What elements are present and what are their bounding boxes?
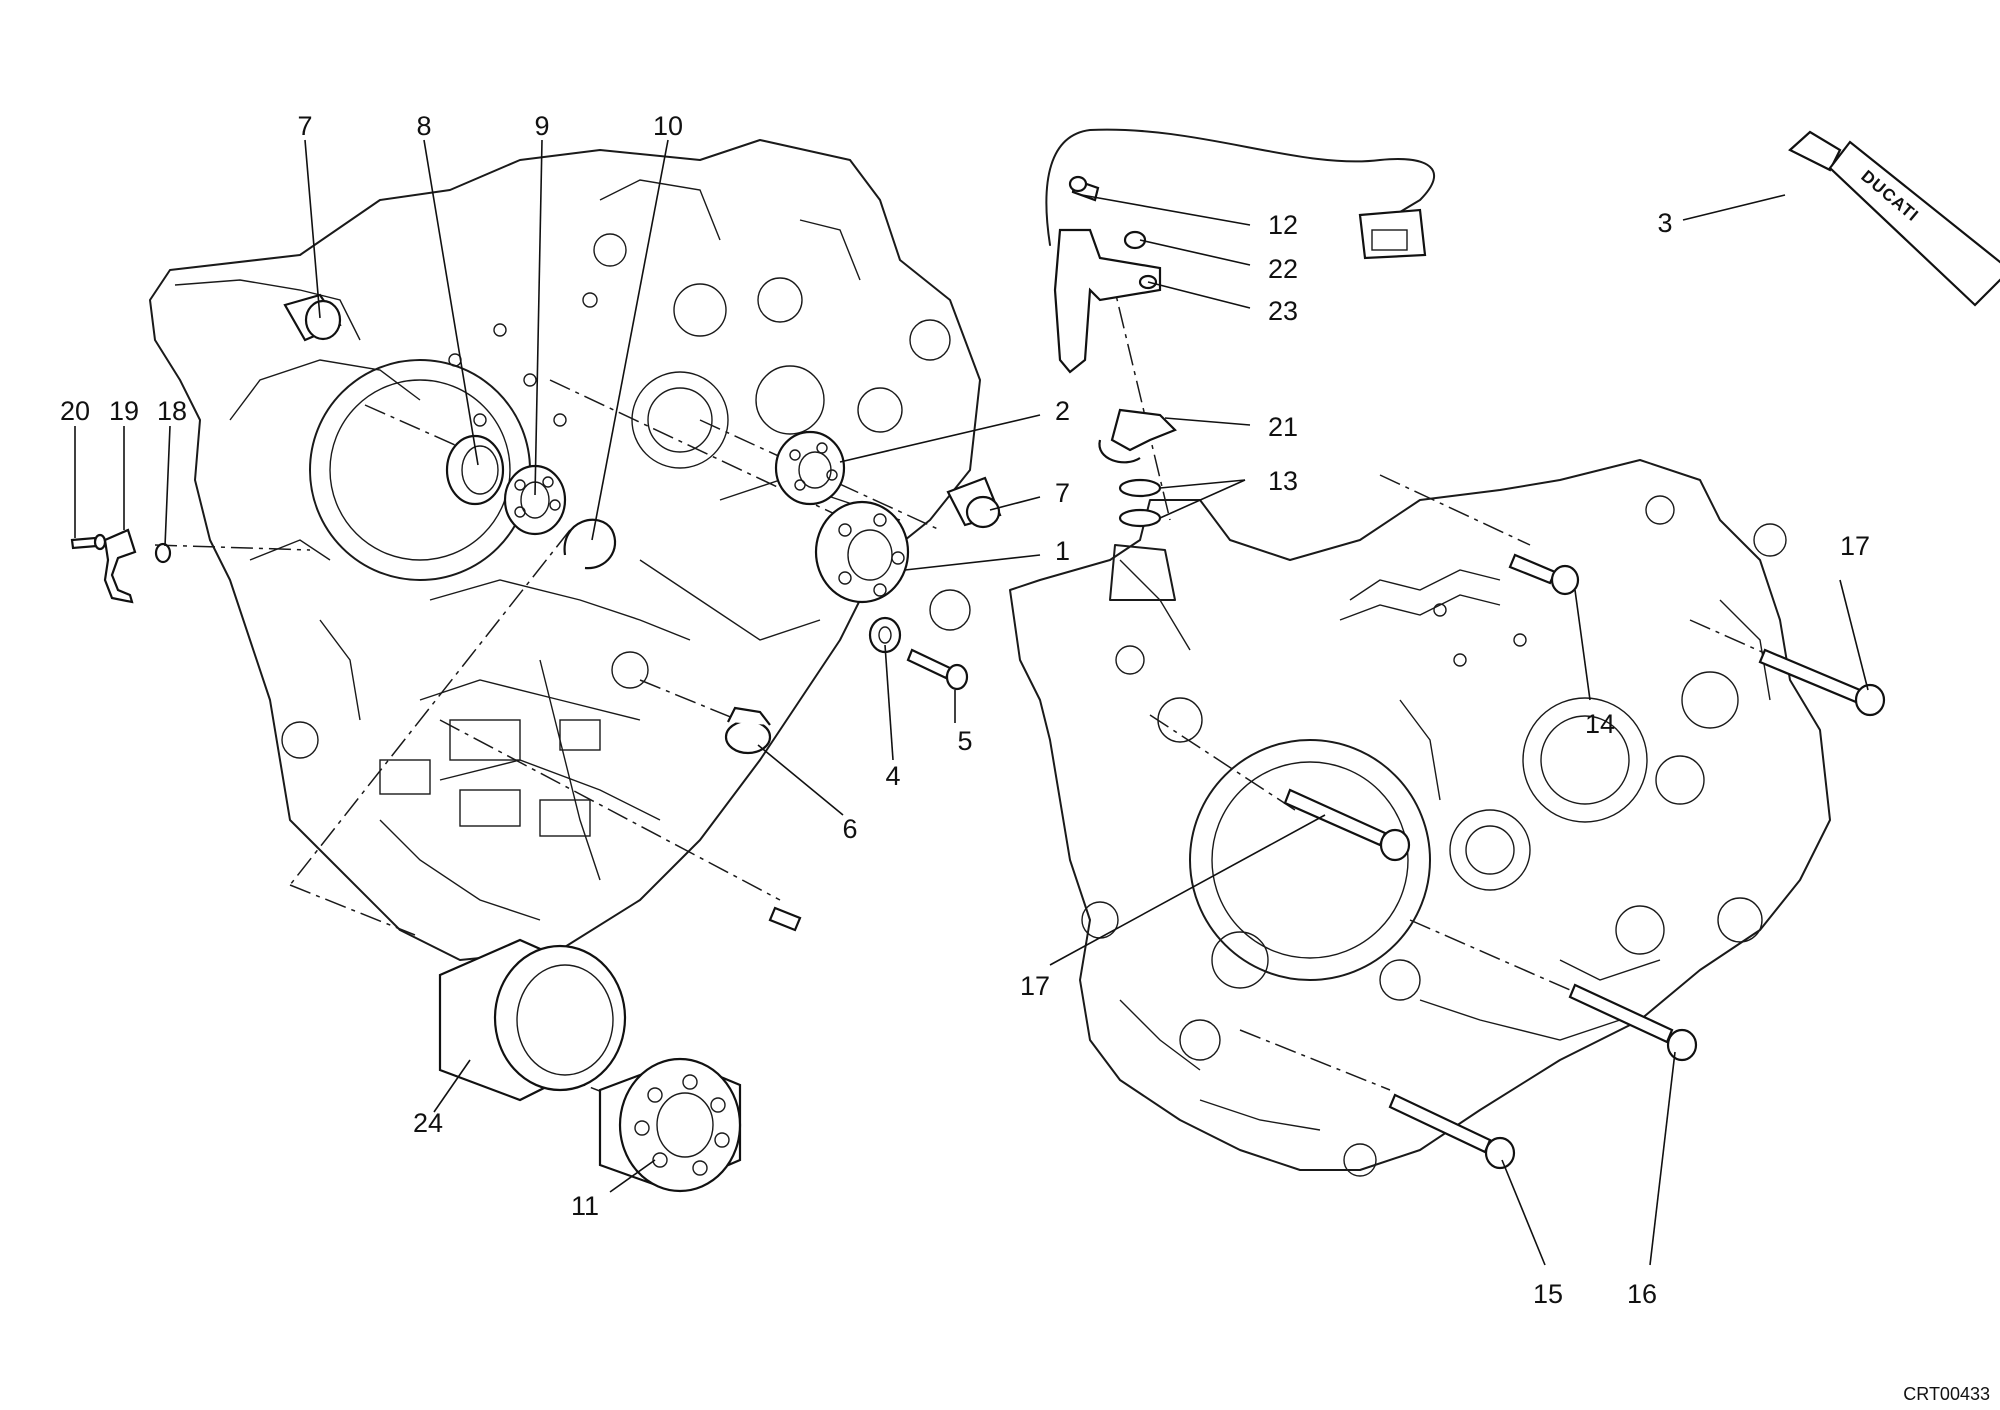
callout-7-top: 7 xyxy=(297,111,312,141)
bolt-17b xyxy=(1283,788,1411,862)
pickup-sensor-assembly xyxy=(1045,128,1435,601)
callout-16: 16 xyxy=(1627,1279,1657,1309)
callout-11: 11 xyxy=(571,1191,599,1221)
callout-14: 14 xyxy=(1585,709,1615,739)
callout-19: 19 xyxy=(109,396,139,426)
bearing-1 xyxy=(814,500,910,604)
callout-23: 23 xyxy=(1268,296,1298,326)
retaining-clip-assembly xyxy=(70,528,172,604)
callout-12: 12 xyxy=(1268,210,1298,240)
callout-numbers: 7 8 9 10 2 7 1 4 5 6 11 24 20 19 18 12 2… xyxy=(60,111,1870,1309)
callout-8: 8 xyxy=(416,111,431,141)
callout-4: 4 xyxy=(885,761,900,791)
bolt-16 xyxy=(1568,983,1698,1062)
callout-9: 9 xyxy=(534,111,549,141)
callout-17-right: 17 xyxy=(1840,531,1870,561)
callout-22: 22 xyxy=(1268,254,1298,284)
callout-13: 13 xyxy=(1268,466,1298,496)
circlip-10 xyxy=(563,518,617,570)
callout-3: 3 xyxy=(1657,208,1672,238)
callout-18: 18 xyxy=(157,396,187,426)
callout-1: 1 xyxy=(1055,536,1070,566)
bolt-17a xyxy=(1758,648,1886,717)
dowel-pin-7b xyxy=(946,476,1002,529)
callout-10: 10 xyxy=(653,111,683,141)
leader-lines xyxy=(74,139,1869,1266)
bolt-15 xyxy=(1388,1093,1516,1170)
grub-screw xyxy=(768,906,802,932)
right-crankcase-half xyxy=(1009,459,1831,1177)
callout-21: 21 xyxy=(1268,412,1298,442)
callout-17-center: 17 xyxy=(1020,971,1050,1001)
callout-6: 6 xyxy=(842,814,857,844)
sleeve-24 xyxy=(438,938,627,1102)
bearing-9 xyxy=(503,464,567,536)
callout-5: 5 xyxy=(957,726,972,756)
callout-24: 24 xyxy=(413,1108,443,1138)
drawing-code: CRT00433 xyxy=(1903,1384,1990,1404)
left-crankcase-half xyxy=(149,139,981,961)
plug-6 xyxy=(724,706,772,755)
oil-seal-8 xyxy=(445,434,505,506)
callout-15: 15 xyxy=(1533,1279,1563,1309)
callout-20: 20 xyxy=(60,396,90,426)
sealant-tube: DUCATI xyxy=(1788,130,2000,307)
screw-5 xyxy=(906,648,969,691)
dowel-pin-7a xyxy=(283,293,342,342)
roller-bearing-11 xyxy=(598,1057,742,1193)
callout-7-right: 7 xyxy=(1055,478,1070,508)
assembly-center-lines xyxy=(154,269,1781,1096)
bearing-2 xyxy=(774,430,846,506)
bolt-14 xyxy=(1508,553,1580,596)
callout-2: 2 xyxy=(1055,396,1070,426)
